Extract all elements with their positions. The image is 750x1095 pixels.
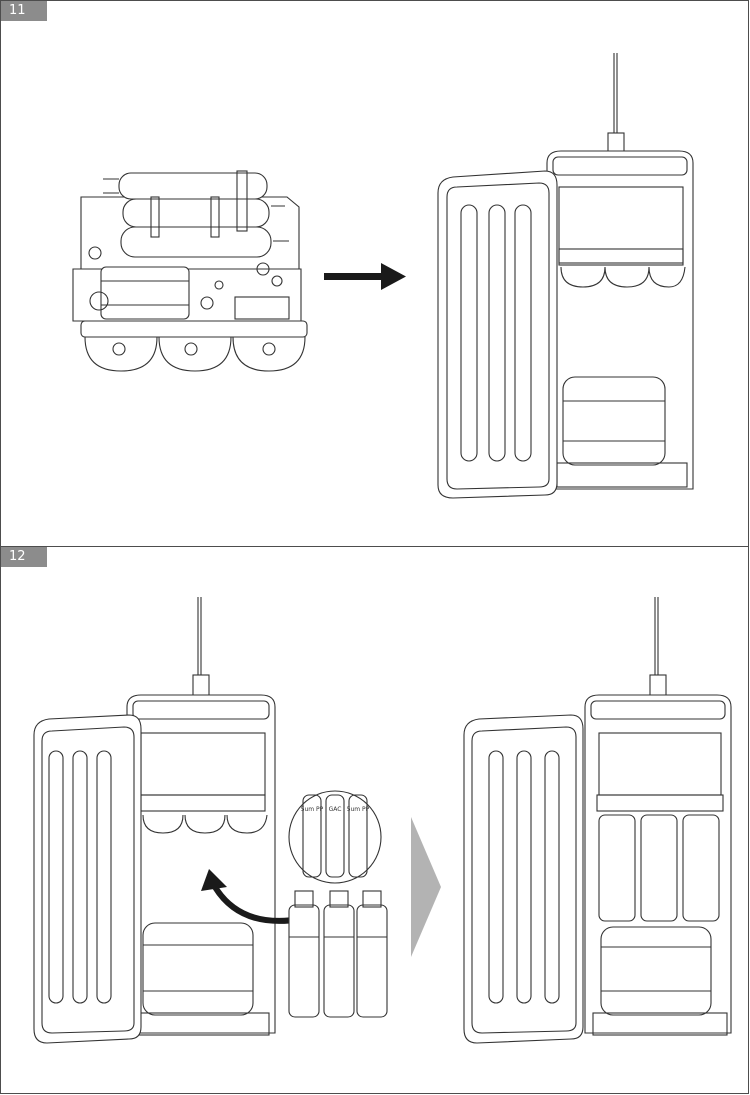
step-11-panel: 11 (0, 0, 749, 547)
cabinet-after (463, 597, 732, 1044)
filter-label-callout (288, 790, 382, 884)
filter-label-3: 5um PP (347, 806, 370, 813)
filter-label-1: 5um PP (301, 806, 324, 813)
step-number: 11 (1, 1, 47, 21)
insert-arrowhead-icon (201, 869, 227, 891)
water-purifier-cabinet (437, 53, 694, 499)
step-11-illustration (72, 53, 694, 499)
cabinet-before (33, 597, 276, 1044)
filter-cartridges (288, 890, 388, 1018)
ro-module-assembly (72, 170, 308, 372)
step-12-panel: 12 5u (0, 546, 749, 1094)
next-step-arrow-icon (411, 817, 441, 957)
filter-label-2: GAC (329, 806, 342, 813)
step-number: 12 (1, 547, 47, 567)
step-12-illustration: 5um PP GAC 5um PP (33, 597, 732, 1044)
arrow-right-icon (324, 263, 406, 290)
